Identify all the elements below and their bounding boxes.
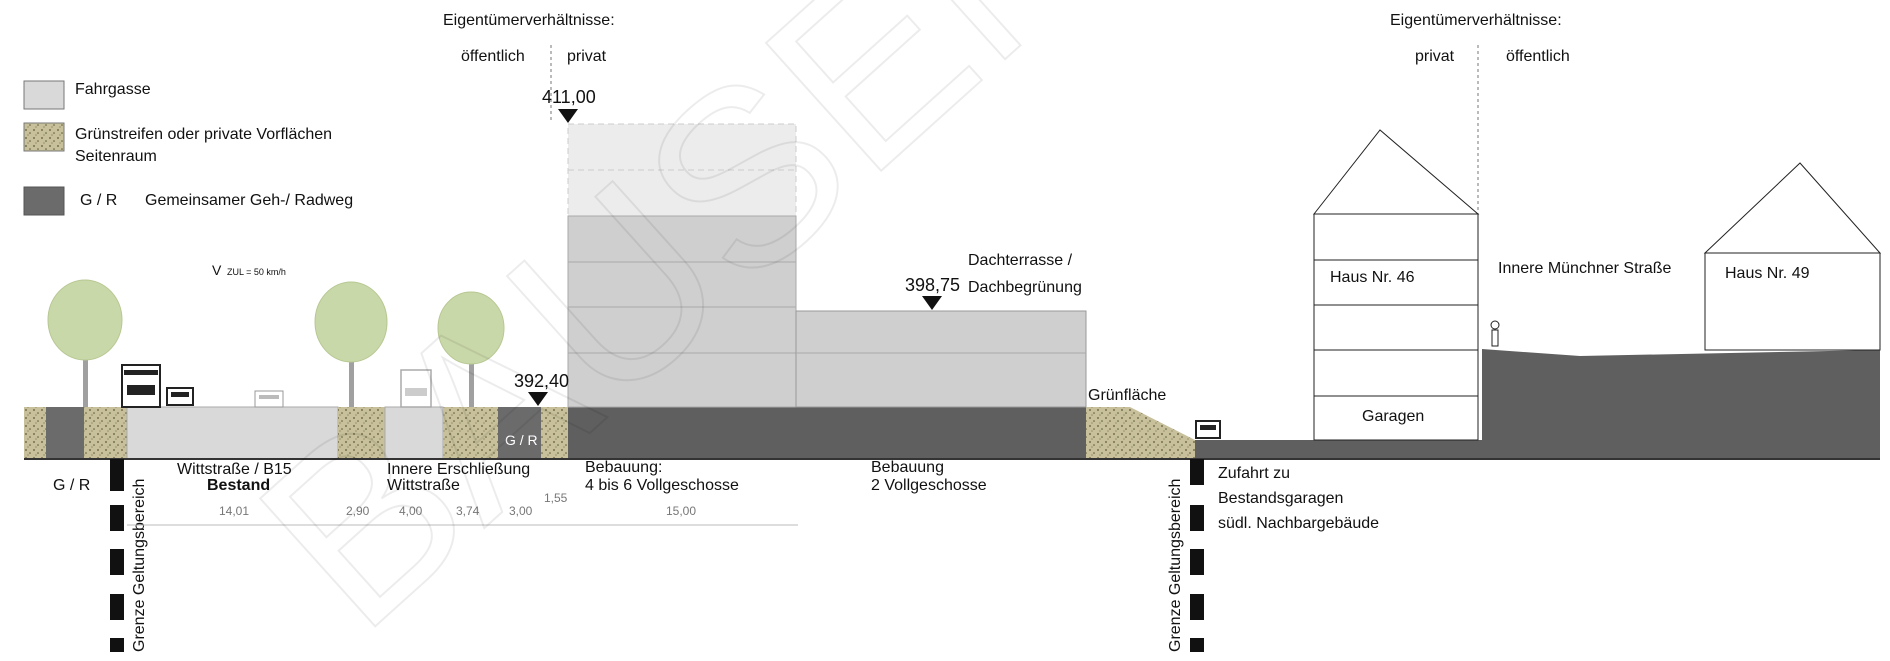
dim-4-00: 4,00 (399, 504, 423, 518)
legend-label-green: Grünstreifen oder private Vorflächen (75, 126, 332, 143)
boundary-left: Grenze Geltungsbereich (110, 459, 148, 652)
house-49-label: Haus Nr. 49 (1725, 265, 1810, 282)
boundary-label-right: Grenze Geltungsbereich (1167, 479, 1184, 652)
green-area-label: Grünfläche (1088, 387, 1166, 404)
building1-label: Bebauung: (585, 459, 662, 476)
bus-icon-faded (400, 369, 432, 408)
bus-icon (121, 364, 161, 408)
street-label-2: Bestand (207, 477, 270, 494)
ownership-left-title: Eigentümerverhältnisse: (443, 12, 615, 29)
ownership-left-private: privat (567, 48, 607, 65)
elevation-marker-top (558, 109, 578, 123)
legend-swatch-path (23, 186, 65, 216)
roof-terrace-label: Dachterrasse / (968, 252, 1073, 269)
elevation-top: 411,00 (542, 87, 596, 107)
dim-14: 14,01 (219, 504, 249, 518)
ownership-right-public: öffentlich (1506, 48, 1570, 65)
ground-right-raised (1482, 349, 1880, 459)
elevation-ground: 392,40 (514, 371, 569, 391)
access-label-3: südl. Nachbargebäude (1218, 515, 1379, 532)
dim-3-00: 3,00 (509, 504, 533, 518)
legend-label-green-2: Seitenraum (75, 148, 157, 165)
elevation-roof: 398,75 (905, 275, 960, 295)
legend-label-path: Gemeinsamer Geh-/ Radweg (145, 192, 353, 209)
street-label: Wittstraße / B15 (177, 461, 292, 478)
legend-code-path: G / R (80, 192, 117, 209)
elevation-marker-roof (922, 296, 942, 310)
house-46-label: Haus Nr. 46 (1330, 269, 1415, 286)
car-icon-right (1195, 420, 1221, 439)
gravel-strip-3 (541, 407, 568, 459)
dimension-chain: 14,01 2,90 4,00 3,74 3,00 1,55 15,00 (127, 491, 798, 526)
ownership-left-public: öffentlich (461, 48, 525, 65)
dim-15-00: 15,00 (666, 504, 696, 518)
garages-label: Garagen (1362, 408, 1424, 425)
dim-1-55: 1,55 (544, 491, 568, 505)
green-slope (1086, 407, 1195, 459)
gr-path (498, 407, 541, 459)
dim-3-74: 3,74 (456, 504, 480, 518)
building1-label-2: 4 bis 6 Vollgeschosse (585, 477, 739, 494)
tree-3 (437, 291, 505, 408)
speed-label: V (212, 262, 222, 278)
dim-2-90: 2,90 (346, 504, 370, 518)
ground-dark-main (568, 407, 1086, 459)
legend-swatch-green (23, 122, 65, 152)
gr-label-left: G / R (53, 477, 90, 494)
car-icon-2 (254, 390, 284, 408)
car-icon-1 (166, 387, 194, 406)
elevation-marker-ground (528, 392, 548, 406)
legend: Fahrgasse Grünstreifen oder private Vorf… (23, 80, 353, 216)
legend-swatch-road (23, 80, 65, 110)
ground-line (24, 458, 1880, 460)
gravel-strip-1 (338, 407, 385, 459)
inner-munich-street-label: Innere Münchner Straße (1498, 260, 1672, 277)
ownership-right-title: Eigentümerverhältnisse: (1390, 12, 1562, 29)
gr-left-path (46, 407, 84, 459)
ground-access (1195, 440, 1482, 459)
ownership-right-private: privat (1415, 48, 1455, 65)
gr-label-ground: G / R (505, 432, 538, 448)
boundary-right: Grenze Geltungsbereich (1167, 459, 1204, 652)
boundary-label-left: Grenze Geltungsbereich (131, 479, 148, 652)
access-label-1: Zufahrt zu (1218, 465, 1290, 482)
roof-green-label: Dachbegrünung (968, 279, 1082, 296)
access-label-2: Bestandsgaragen (1218, 490, 1343, 507)
building2-label-2: 2 Vollgeschosse (871, 477, 987, 494)
building-low (795, 310, 1087, 408)
inner-street-label-2: Wittstraße (387, 477, 460, 494)
house-49 (1703, 162, 1882, 351)
building-tall (567, 123, 797, 408)
speed-sub: ZUL = 50 km/h (227, 267, 286, 277)
house-46 (1312, 129, 1480, 441)
person-icon (1490, 320, 1500, 347)
legend-label-road: Fahrgasse (75, 81, 151, 98)
tree-1 (47, 279, 123, 407)
road-main (126, 406, 339, 460)
inner-street-label: Innere Erschließung (387, 461, 530, 478)
building2-label: Bebauung (871, 459, 944, 476)
gravel-strip-2 (443, 407, 498, 459)
tree-2 (314, 281, 388, 407)
